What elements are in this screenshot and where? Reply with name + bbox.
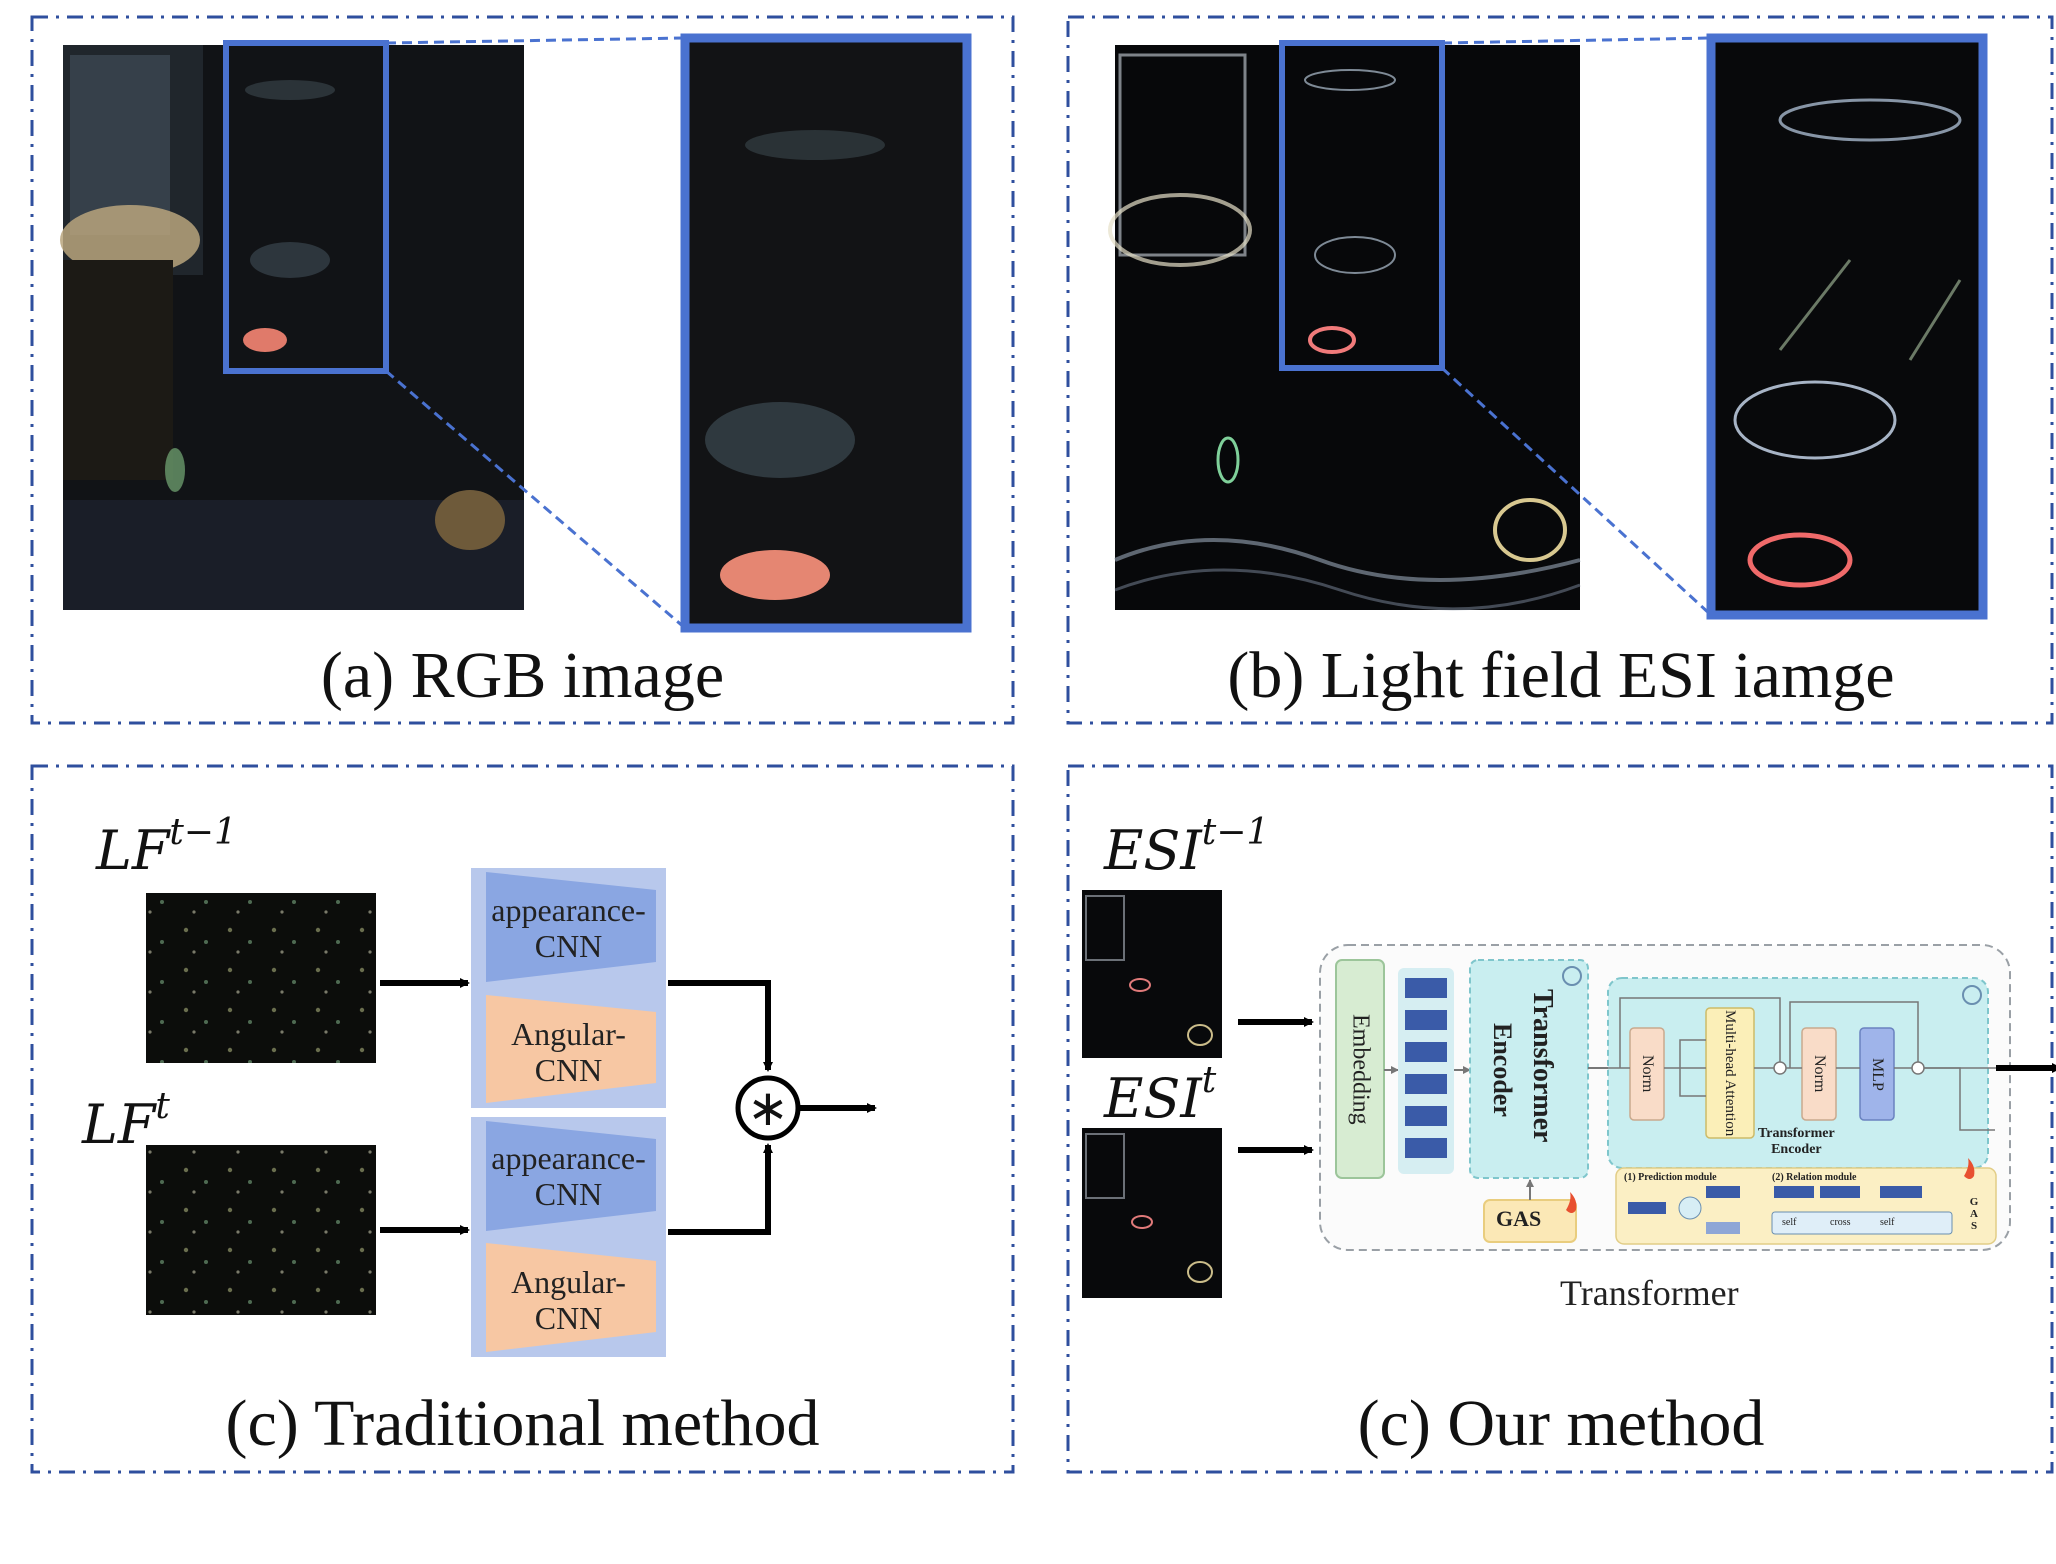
arrow-bottom-to-fusion	[668, 1143, 773, 1235]
rgb-connector-top	[385, 36, 686, 45]
gas-vertical-label: GAS	[1968, 1196, 1980, 1232]
attention-label: Multi-head Attention	[1722, 1009, 1738, 1137]
panel-traditional-caption: (c) Traditional method	[225, 1387, 820, 1460]
encoder-detail-gear-icon	[1962, 985, 1982, 1005]
norm-label-1: Norm	[1639, 1055, 1656, 1093]
traditional-diagram	[146, 868, 877, 1357]
rgb-zoom-frame	[680, 33, 972, 633]
rgb-highlight-box	[223, 40, 389, 374]
panel-rgb-caption: (a) RGB image	[320, 639, 725, 712]
panel-rgb	[30, 15, 1015, 725]
rgb-connector-bottom	[385, 369, 686, 630]
esi-curr-image	[1082, 1128, 1222, 1298]
norm-block-2	[1801, 1027, 1837, 1121]
esi-curr-label: ESIt	[1104, 1060, 1217, 1130]
panel-esi	[1066, 15, 2056, 725]
arrow-top-to-fusion	[668, 980, 773, 1072]
panel-esi-caption: (b) Light field ESI iamge	[1227, 639, 1895, 712]
panel-ours-frame	[1066, 764, 2054, 1474]
norm-block-1	[1629, 1027, 1665, 1121]
norm-label-2: Norm	[1811, 1055, 1828, 1093]
token-stack	[1405, 978, 1447, 1158]
panel-ours	[1066, 764, 2056, 1474]
panel-traditional-frame	[30, 764, 1015, 1474]
embedding-label: Embedding	[1347, 1013, 1374, 1125]
esi-images	[1108, 33, 1988, 620]
mlp-block	[1859, 1027, 1895, 1121]
lf-curr-image	[146, 1145, 376, 1315]
angular-cnn-top-label: Angular-CNN	[511, 1016, 626, 1088]
encoder-title: Transformer	[1527, 989, 1558, 1143]
esi-prev-label: ESIt−1	[1104, 812, 1270, 882]
panel-traditional	[30, 764, 1015, 1474]
appearance-cnn-bottom-label: appearance-CNN	[491, 1140, 646, 1212]
add-node-2	[1911, 1061, 1925, 1075]
appearance-cnn-bottom	[486, 1121, 656, 1231]
rgb-scene-image	[60, 45, 524, 610]
prediction-module-graphic	[1628, 1186, 1740, 1234]
relation-self-label-1: self	[1782, 1217, 1797, 1228]
fusion-operator	[735, 1075, 801, 1141]
attention-block	[1705, 1007, 1755, 1139]
mlp-label: MLP	[1869, 1057, 1886, 1091]
angular-cnn-bottom-label: Angular-CNN	[511, 1264, 626, 1336]
add-node-1	[1773, 1061, 1787, 1075]
relation-self-label-2: self	[1880, 1217, 1895, 1228]
transformer-caption: Transformer	[1560, 1273, 1739, 1313]
encoder-gear-icon	[1562, 966, 1582, 986]
esi-prev-image	[1082, 890, 1222, 1058]
lf-curr-label: LFt	[82, 1086, 170, 1156]
gas-flame-icon	[1566, 1192, 1577, 1213]
angular-cnn-top	[486, 995, 656, 1103]
fusion-symbol: ∗	[747, 1079, 789, 1137]
esi-highlight-box	[1279, 40, 1445, 371]
esi-scene-image	[1108, 45, 1581, 611]
esi-connector-top	[1441, 36, 1712, 45]
panel-ours-caption: (c) Our method	[1357, 1387, 1765, 1460]
angular-cnn-bottom	[486, 1243, 656, 1352]
panel-rgb-frame	[30, 15, 1015, 725]
ours-diagram	[1082, 890, 2056, 1298]
rgb-images	[60, 33, 972, 633]
panel-esi-frame	[1066, 15, 2054, 725]
esi-connector-bottom	[1440, 366, 1713, 617]
appearance-cnn-top	[486, 872, 656, 982]
relation-cross-label: cross	[1830, 1217, 1851, 1228]
prediction-module-label: (1) Prediction module	[1624, 1172, 1717, 1183]
lf-prev-image	[146, 893, 376, 1063]
relation-module-graphic	[1771, 1186, 1953, 1235]
encoder-subtitle: Encoder	[1488, 1023, 1517, 1117]
appearance-cnn-top-label: appearance-CNN	[491, 892, 646, 964]
rgb-zoom-image	[685, 38, 967, 628]
gas-module-flame-icon	[1964, 1158, 1975, 1179]
gas-label: GAS	[1496, 1206, 1542, 1231]
lf-prev-label: LFt−1	[96, 812, 237, 882]
esi-zoom-image	[1711, 38, 1983, 615]
relation-module-label: (2) Relation module	[1772, 1172, 1857, 1183]
esi-zoom-frame	[1706, 33, 1988, 620]
